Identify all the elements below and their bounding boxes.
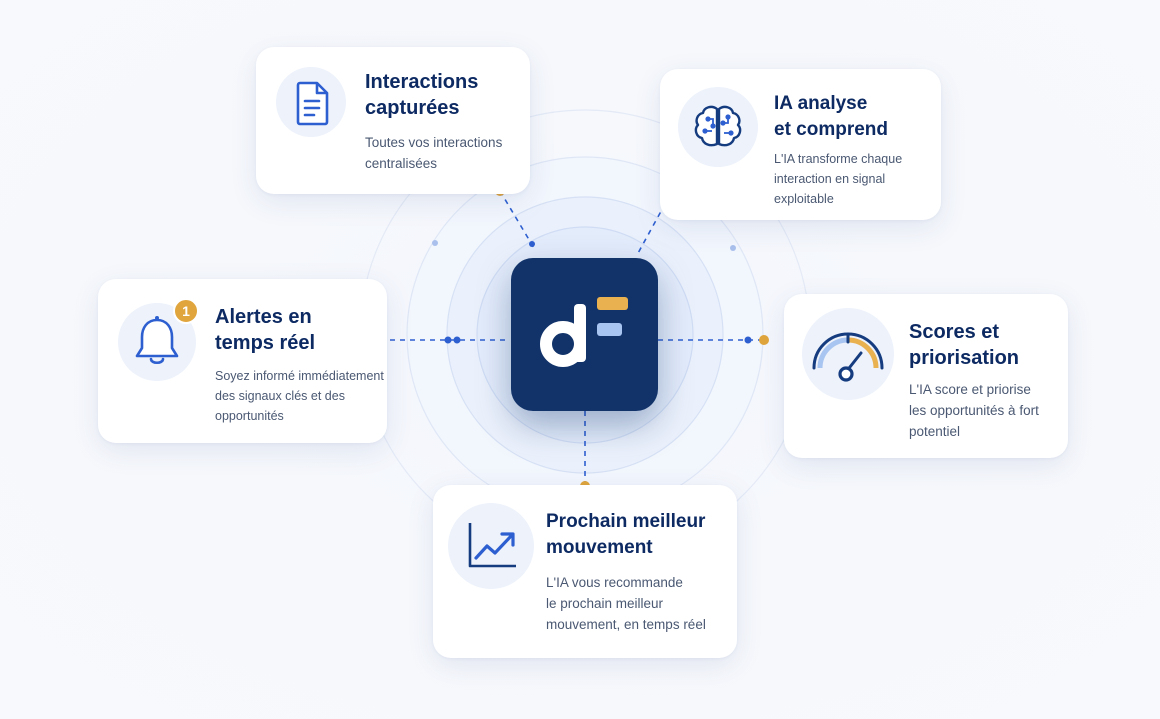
card-description: L'IA transforme chaque interaction en si… (774, 152, 903, 206)
ring-dot (744, 336, 752, 344)
d-logo-icon (540, 297, 628, 367)
ring-dot (730, 245, 736, 251)
ring-dot (529, 241, 535, 247)
icon-badge (448, 503, 534, 589)
card-title: Scores et priorisation (909, 321, 1020, 369)
card-title: Interactions capturées (365, 71, 479, 119)
card-description: Toutes vos interactions centralisées (365, 135, 503, 171)
dot-scores (759, 335, 769, 345)
card-prochain-mouvement: Prochain meilleur mouvement L'IA vous re… (433, 485, 737, 658)
card-interactions-capturees: Interactions capturées Toutes vos intera… (256, 47, 530, 194)
gauge-icon (812, 332, 884, 382)
bell-icon (135, 316, 179, 365)
icon-badge (276, 67, 346, 137)
notification-badge: 1 (173, 298, 199, 324)
card-scores: Scores et priorisation L'IA score et pri… (784, 294, 1068, 458)
ring-dot (432, 240, 438, 246)
ring-dot (444, 336, 452, 344)
card-title: IA analyse et comprend (774, 93, 889, 140)
card-ia-analyse: IA analyse et comprend L'IA transforme c… (660, 69, 941, 220)
icon-badge (802, 308, 894, 400)
card-description: L'IA vous recommande le prochain meilleu… (546, 575, 706, 632)
connector-interactions (499, 190, 535, 249)
document-icon (296, 81, 329, 126)
trend-up-icon (468, 523, 516, 568)
card-description: Soyez informé immédiatement des signaux … (215, 369, 384, 423)
center-logo (511, 258, 658, 411)
card-title: Alertes en temps réel (215, 306, 316, 354)
ring-dot (453, 336, 461, 344)
brain-circuit-icon (694, 105, 742, 147)
card-alertes: 1 Alertes en temps réel Soyez informé im… (98, 279, 387, 443)
icon-badge (678, 87, 758, 167)
card-title: Prochain meilleur mouvement (546, 511, 706, 558)
card-description: L'IA score et priorise les opportunités … (909, 382, 1039, 439)
